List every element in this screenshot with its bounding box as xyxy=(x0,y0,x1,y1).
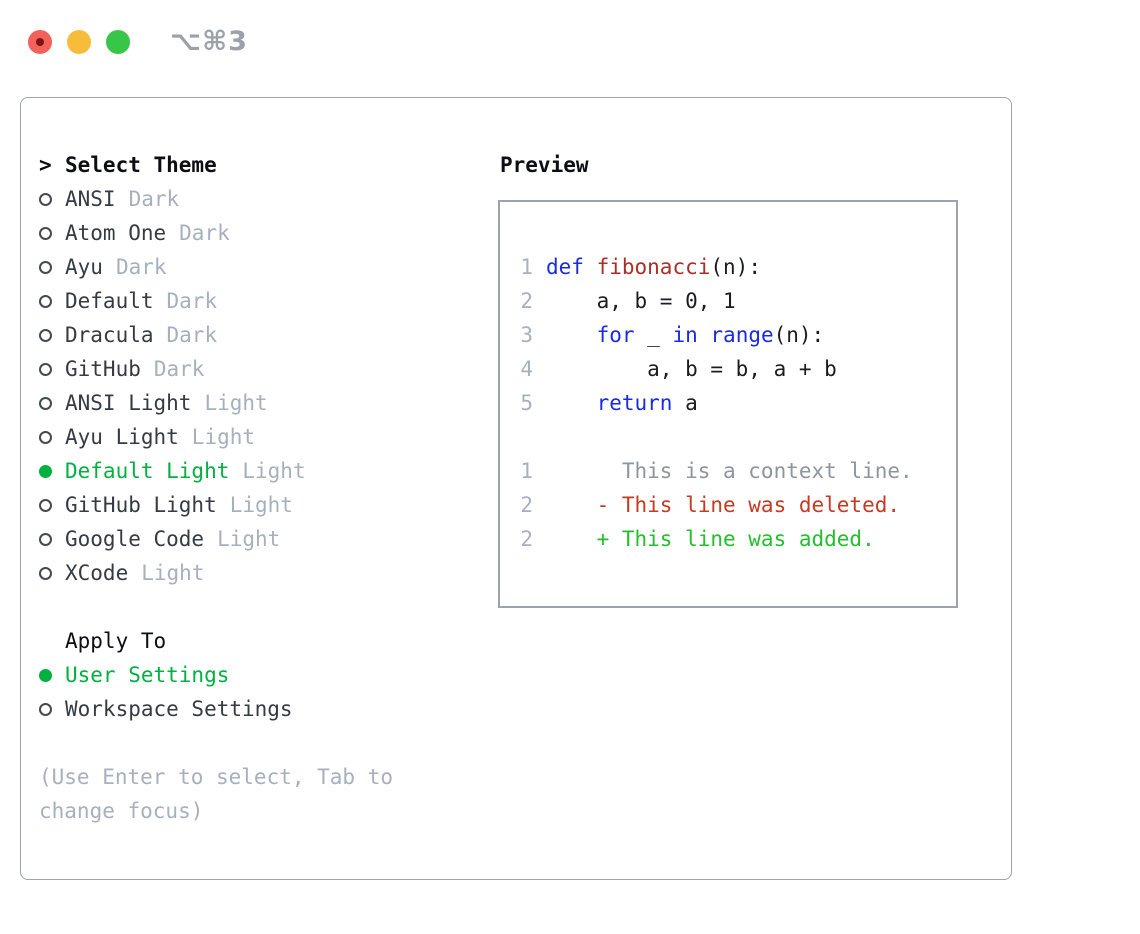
radio-off-icon xyxy=(39,362,52,376)
apply-option-workspace-settings[interactable]: Workspace Settings xyxy=(39,692,459,726)
keyboard-hint: (Use Enter to select, Tab to change focu… xyxy=(39,765,394,823)
radio-off-icon xyxy=(39,396,52,410)
code-line: 4 a, b = b, a + b xyxy=(520,357,837,381)
window-shortcut-label: ⌥⌘3 xyxy=(170,26,248,57)
diff-added-line: 2 + This line was added. xyxy=(520,527,875,551)
prompt-icon: > xyxy=(39,153,52,177)
radio-off-icon xyxy=(39,430,52,444)
titlebar: ⌥⌘3 xyxy=(28,26,248,57)
section-gap xyxy=(39,590,459,624)
theme-option-github-dark[interactable]: GitHub Dark xyxy=(39,352,459,386)
radio-off-icon xyxy=(39,498,52,512)
theme-option-default-dark[interactable]: Default Dark xyxy=(39,284,459,318)
preview-title: Preview xyxy=(500,153,589,177)
radio-off-icon xyxy=(39,192,52,206)
radio-off-icon xyxy=(39,260,52,274)
theme-picker-panel: > Select Theme ANSI Dark Atom One Dark A… xyxy=(20,97,1012,880)
radio-off-icon xyxy=(39,226,52,240)
diff-context-line: 1 This is a context line. xyxy=(520,459,913,483)
radio-off-icon xyxy=(39,294,52,308)
close-button-icon[interactable] xyxy=(28,29,52,54)
line-number: 1 xyxy=(520,459,533,483)
line-number: 2 xyxy=(520,527,533,551)
apply-to-title: Apply To xyxy=(65,629,167,653)
diff-deleted-line: 2 - This line was deleted. xyxy=(520,493,901,517)
radio-off-icon xyxy=(39,532,52,546)
select-theme-header: > Select Theme xyxy=(39,148,459,182)
zoom-button-icon[interactable] xyxy=(106,29,130,54)
theme-option-default-light[interactable]: Default Light Light xyxy=(39,454,459,488)
radio-on-icon xyxy=(39,668,52,682)
line-number: 3 xyxy=(520,323,533,347)
theme-option-atom-one-dark[interactable]: Atom One Dark xyxy=(39,216,459,250)
radio-off-icon xyxy=(39,328,52,342)
radio-off-icon xyxy=(39,566,52,580)
code-line: 3 for _ in range(n): xyxy=(520,323,825,347)
code-line: 2 a, b = 0, 1 xyxy=(520,289,736,313)
minimize-button-icon[interactable] xyxy=(67,29,91,54)
line-number: 4 xyxy=(520,357,533,381)
line-number: 5 xyxy=(520,391,533,415)
line-number: 1 xyxy=(520,255,533,279)
theme-option-github-light[interactable]: GitHub Light Light xyxy=(39,488,459,522)
theme-option-dracula-dark[interactable]: Dracula Dark xyxy=(39,318,459,352)
theme-option-ansi-light[interactable]: ANSI Light Light xyxy=(39,386,459,420)
line-number: 2 xyxy=(520,289,533,313)
code-line: 5 return a xyxy=(520,391,698,415)
apply-to-header: Apply To xyxy=(39,624,459,658)
line-number: 2 xyxy=(520,493,533,517)
theme-option-google-code-light[interactable]: Google Code Light xyxy=(39,522,459,556)
theme-option-ayu-light[interactable]: Ayu Light Light xyxy=(39,420,459,454)
theme-option-ayu-dark[interactable]: Ayu Dark xyxy=(39,250,459,284)
theme-option-ansi-dark[interactable]: ANSI Dark xyxy=(39,182,459,216)
theme-option-xcode-light[interactable]: XCode Light xyxy=(39,556,459,590)
radio-on-icon xyxy=(39,464,52,478)
blank-line xyxy=(520,420,956,454)
apply-option-user-settings[interactable]: User Settings xyxy=(39,658,459,692)
select-theme-title: Select Theme xyxy=(65,153,217,177)
theme-list-column: > Select Theme ANSI Dark Atom One Dark A… xyxy=(39,148,459,828)
section-gap xyxy=(39,726,459,760)
radio-off-icon xyxy=(39,702,52,716)
